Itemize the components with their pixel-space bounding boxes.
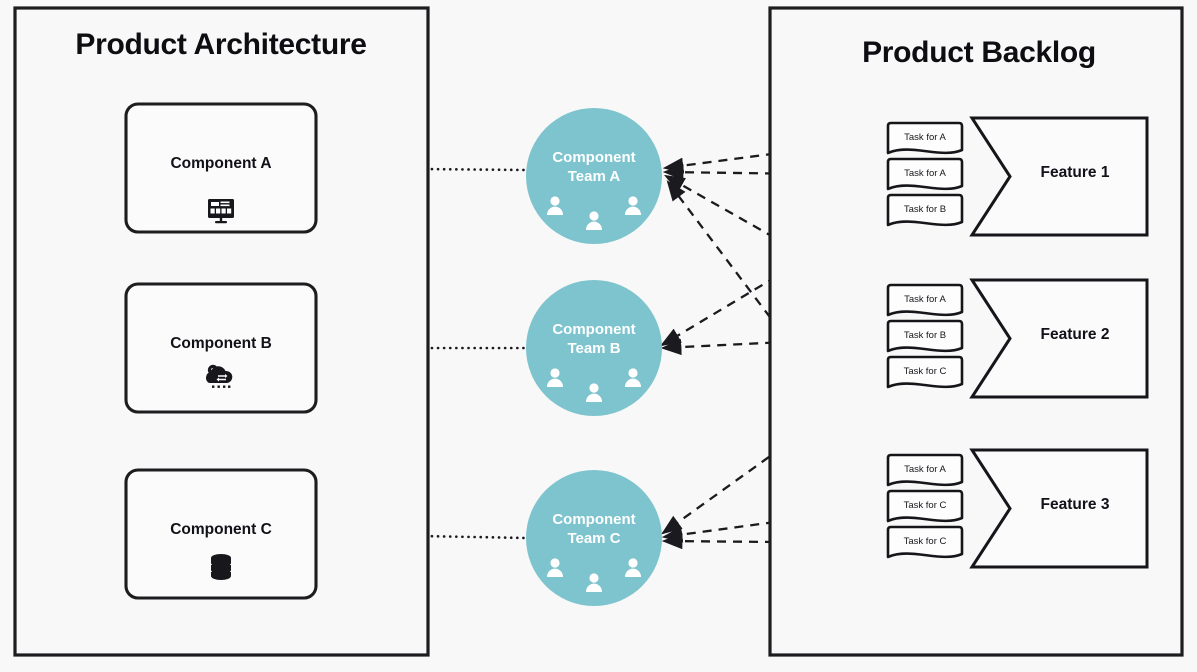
team-label-line2: Team C	[567, 530, 620, 547]
task-card-label: Task for C	[904, 500, 947, 511]
task-team-connector	[661, 372, 887, 535]
task-card-shape[interactable]	[886, 355, 964, 389]
dashboard-monitor-icon	[208, 199, 234, 224]
cloud-gear-icon	[206, 364, 233, 388]
person-icon	[547, 368, 563, 387]
task-card[interactable]: Task for A	[886, 283, 964, 317]
task-card[interactable]: Task for A	[886, 453, 964, 487]
task-card[interactable]: Task for C	[886, 489, 964, 523]
task-card-shape[interactable]	[886, 453, 964, 487]
component-label: Component A	[170, 155, 271, 172]
feature-shape[interactable]	[969, 116, 1149, 237]
task-card[interactable]: Task for B	[886, 319, 964, 353]
feature-3[interactable]: Feature 3	[969, 448, 1149, 569]
feature-label: Feature 3	[1041, 496, 1110, 513]
team-label-line1: Component	[552, 321, 635, 338]
three-people-icon	[547, 368, 641, 402]
team-label-line1: Component	[552, 511, 635, 528]
person-icon	[625, 196, 641, 215]
task-card-label: Task for B	[904, 330, 946, 341]
task-card-label: Task for A	[904, 132, 946, 143]
person-icon	[625, 558, 641, 577]
component-c[interactable]: Component C	[124, 468, 318, 600]
component-a[interactable]: Component A	[124, 102, 318, 234]
task-card[interactable]: Task for B	[886, 193, 964, 227]
three-people-icon	[547, 196, 641, 230]
task-card[interactable]: Task for C	[886, 525, 964, 559]
task-team-connector	[664, 174, 887, 302]
task-card-shape[interactable]	[886, 489, 964, 523]
task-card-shape[interactable]	[886, 525, 964, 559]
component-box[interactable]	[124, 282, 318, 414]
panel-group: Product Architecture Product Backlog	[13, 6, 1184, 657]
component-box[interactable]	[124, 468, 318, 600]
feature-2[interactable]: Feature 2	[969, 278, 1149, 399]
person-icon	[586, 573, 602, 592]
task-card-shape[interactable]	[886, 193, 964, 227]
feature-shape[interactable]	[969, 278, 1149, 399]
task-card-label: Task for A	[904, 168, 946, 179]
component-box[interactable]	[124, 102, 318, 234]
task-card-shape[interactable]	[886, 319, 964, 353]
person-icon	[547, 558, 563, 577]
task-card-label: Task for B	[904, 204, 946, 215]
person-icon	[586, 383, 602, 402]
task-card-label: Task for C	[904, 536, 947, 547]
component-label: Component B	[170, 335, 272, 352]
panel-title: Product Backlog	[862, 36, 1096, 69]
database-icon	[211, 554, 231, 580]
task-card[interactable]: Task for A	[886, 157, 964, 191]
person-icon	[586, 211, 602, 230]
feature-shape[interactable]	[969, 448, 1149, 569]
task-card-shape[interactable]	[886, 157, 964, 191]
person-icon	[625, 368, 641, 387]
task-card[interactable]: Task for C	[886, 355, 964, 389]
component-b[interactable]: Component B	[124, 282, 318, 414]
feature-label: Feature 2	[1041, 326, 1110, 343]
panel-title: Product Architecture	[75, 28, 366, 61]
feature-group: Feature 1 Feature 2 Feature 3	[969, 116, 1149, 569]
team-label-line1: Component	[552, 149, 635, 166]
component-group: Component A Component B Component C	[124, 102, 318, 600]
task-card-shape[interactable]	[886, 283, 964, 317]
feature-1[interactable]: Feature 1	[969, 116, 1149, 237]
task-card-label: Task for A	[904, 294, 946, 305]
task-card[interactable]: Task for A	[886, 121, 964, 155]
feature-label: Feature 1	[1041, 164, 1110, 181]
task-card-label: Task for A	[904, 464, 946, 475]
team-label-line2: Team A	[568, 168, 621, 185]
team-label-line2: Team B	[567, 340, 620, 357]
task-card-shape[interactable]	[886, 121, 964, 155]
task-group: Task for A Task for A Task for B Task for A…	[886, 121, 964, 559]
three-people-icon	[547, 558, 641, 592]
task-card-label: Task for C	[904, 366, 947, 377]
component-label: Component C	[170, 521, 272, 538]
person-icon	[547, 196, 563, 215]
